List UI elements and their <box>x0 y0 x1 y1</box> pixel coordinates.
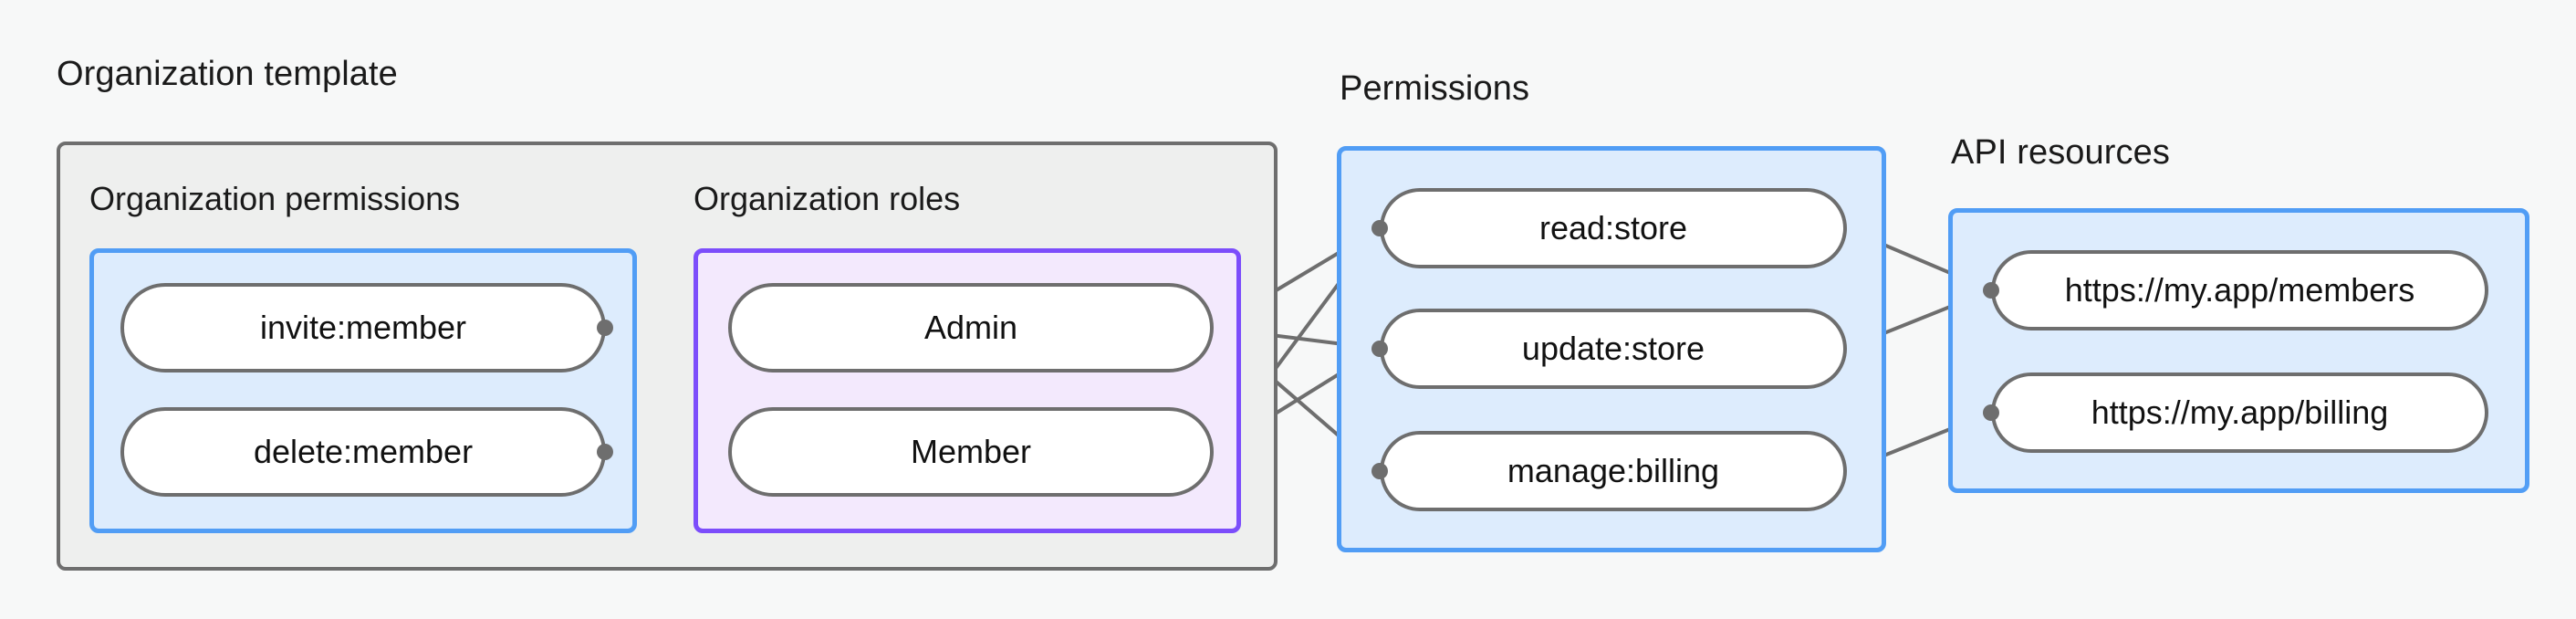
node-label: update:store <box>1521 330 1705 367</box>
node-label: manage:billing <box>1507 452 1720 489</box>
node-label: delete:member <box>253 433 474 470</box>
node-label: invite:member <box>259 309 467 346</box>
node-admin[interactable]: Admin <box>728 283 1214 372</box>
subgroup-title-organization-roles: Organization roles <box>694 180 961 217</box>
connector-dot-api-billing-in <box>1983 404 1999 421</box>
connector-dot-delete-member-out <box>597 444 613 460</box>
node-delete-member[interactable]: delete:member <box>120 407 606 497</box>
node-invite-member[interactable]: invite:member <box>120 283 606 372</box>
node-read-store[interactable]: read:store <box>1380 188 1847 268</box>
node-label: https://my.app/members <box>2064 271 2415 309</box>
connector-dot-invite-member-out <box>597 320 613 336</box>
connector-dot-update-store-in <box>1371 341 1388 357</box>
node-label: https://my.app/billing <box>2091 393 2389 431</box>
group-title-permissions: Permissions <box>1340 69 1530 108</box>
node-label: Member <box>910 433 1032 470</box>
subgroup-title-organization-permissions: Organization permissions <box>89 180 461 217</box>
node-api-billing[interactable]: https://my.app/billing <box>1991 372 2488 453</box>
connector-dot-api-members-in <box>1983 282 1999 299</box>
node-manage-billing[interactable]: manage:billing <box>1380 431 1847 511</box>
group-title-organization-template: Organization template <box>57 55 398 93</box>
connector-dot-manage-billing-in <box>1371 463 1388 479</box>
node-label: read:store <box>1538 209 1688 247</box>
connector-dot-read-store-in <box>1371 220 1388 236</box>
node-member[interactable]: Member <box>728 407 1214 497</box>
node-api-members[interactable]: https://my.app/members <box>1991 250 2488 330</box>
node-label: Admin <box>923 309 1018 346</box>
node-update-store[interactable]: update:store <box>1380 309 1847 389</box>
group-title-api-resources: API resources <box>1951 133 2170 172</box>
